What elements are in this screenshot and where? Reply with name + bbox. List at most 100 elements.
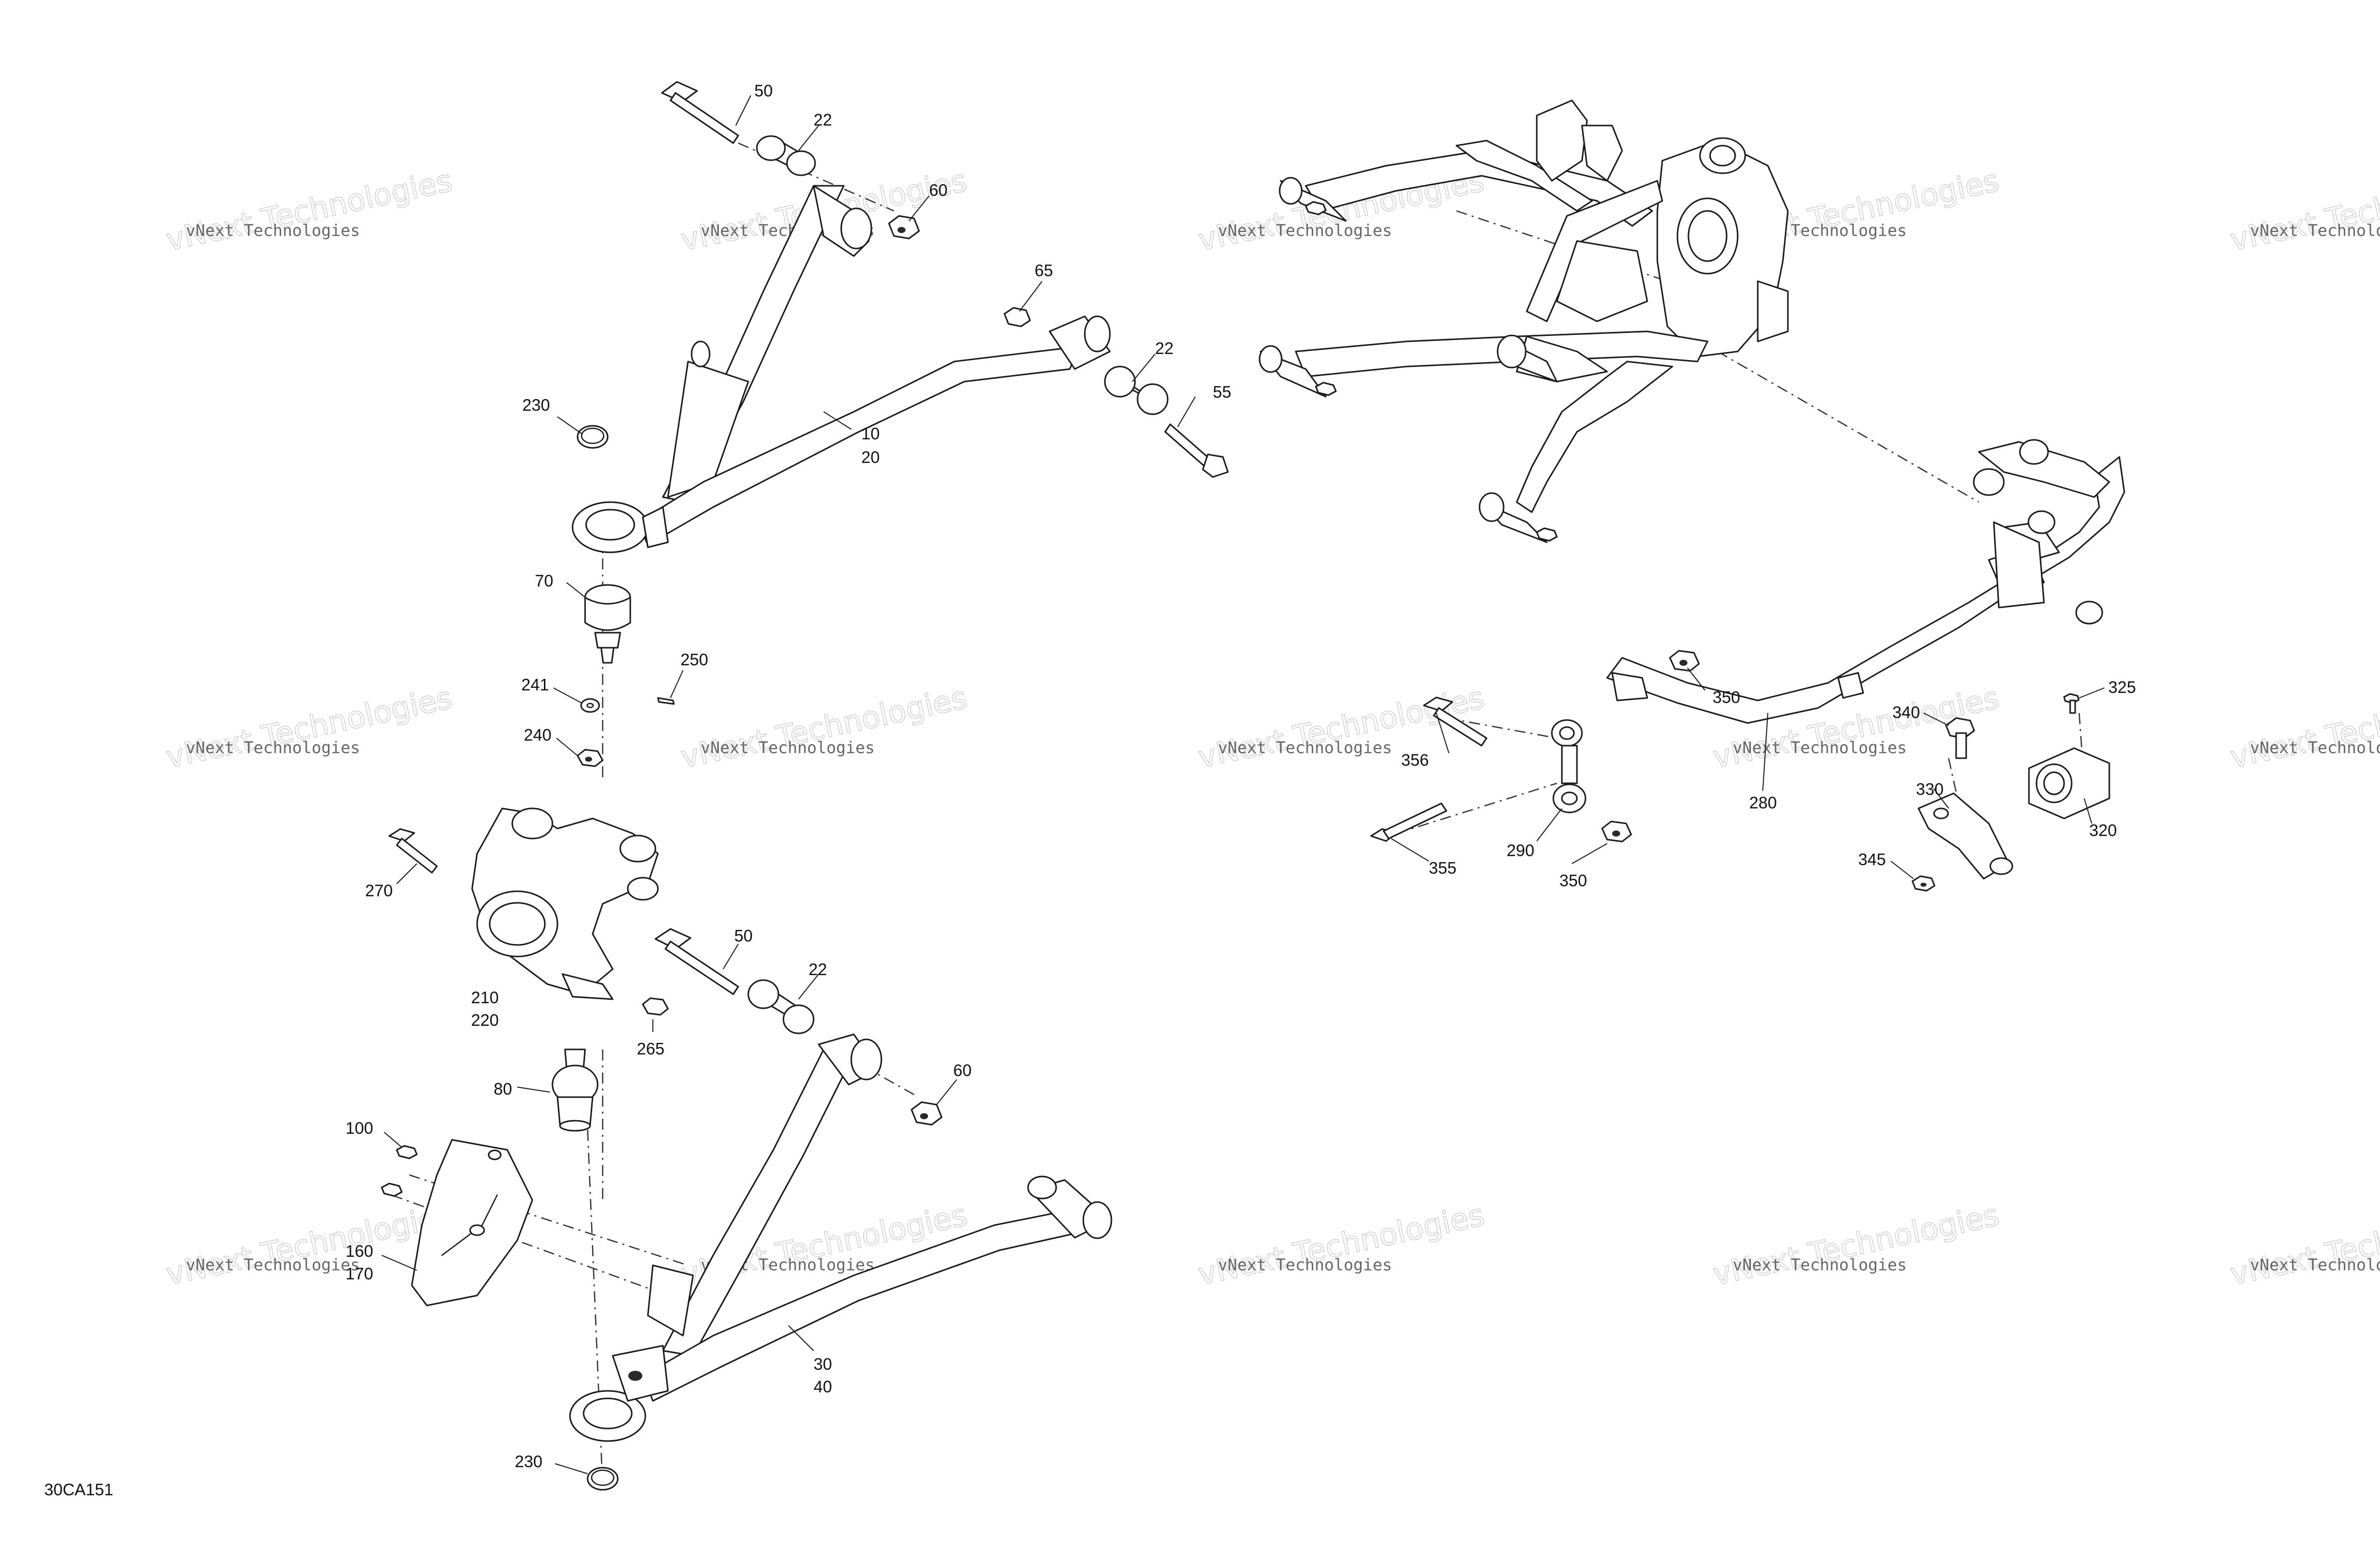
callout-270: 270	[365, 881, 393, 900]
callout-230-lower: 230	[515, 1452, 542, 1471]
callout-250: 250	[681, 650, 708, 669]
assembled-lower-rear-tube	[1516, 361, 1673, 513]
bracket-330	[1917, 792, 2013, 880]
callout-290: 290	[1507, 841, 1534, 860]
callout-240: 240	[524, 726, 551, 744]
watermark-line2: vNext Technologies	[1195, 1198, 1488, 1292]
assembled-mount-bracket	[1536, 99, 1588, 182]
circlip-230-lower	[587, 1467, 619, 1491]
bolt-325	[2063, 693, 2080, 714]
watermark-line1: vNext Technologies	[1218, 1255, 1392, 1274]
assembled-lower-bushing-mid	[1497, 334, 1558, 383]
screw-100	[396, 1145, 418, 1159]
stabilizer-end-link-top	[1973, 439, 2103, 625]
bolt-356	[1423, 696, 1488, 747]
stabilizer-bar-280	[1606, 456, 2125, 724]
lower-arm-ball-joint-cup	[569, 1345, 669, 1442]
bushing-22-upper-front	[756, 135, 816, 176]
lower-a-arm-assembly	[569, 928, 1112, 1491]
callout-220: 220	[471, 1011, 499, 1029]
bolt-270	[388, 828, 438, 874]
assembled-upper-arm	[1305, 150, 1653, 227]
watermark-line1: vNext Technologies	[186, 738, 360, 757]
bushing-22-lower	[747, 979, 815, 1034]
callout-330: 330	[1916, 780, 1944, 798]
lower-arm-pivot-front	[818, 1033, 882, 1086]
bushing-22-upper-rear	[1104, 366, 1169, 415]
watermark-line2: vNext Technologies	[2227, 163, 2380, 258]
callout-170: 170	[346, 1264, 373, 1283]
callout-355: 355	[1429, 859, 1456, 877]
bolt-55	[1164, 423, 1229, 478]
callout-60-upper: 60	[929, 181, 948, 199]
lower-arm-gusset	[647, 1264, 694, 1337]
watermark-line2: vNext Technologies	[678, 680, 970, 775]
callout-280: 280	[1749, 793, 1777, 812]
lower-arm-pivot-rear	[1027, 1175, 1112, 1239]
callout-55: 55	[1213, 383, 1231, 401]
callout-50-upper: 50	[754, 81, 773, 100]
washer-241	[580, 698, 600, 713]
nut-265	[642, 997, 669, 1016]
assembled-corner	[1259, 99, 1789, 543]
callout-356: 356	[1401, 751, 1429, 769]
callout-22-upper-front: 22	[814, 110, 832, 129]
watermark-line2: vNext Technologies	[1710, 1198, 2002, 1292]
watermark-line2: vNext Technologies	[1195, 680, 1488, 775]
watermark-line1: vNext Technologies	[1218, 221, 1392, 240]
watermark-line2: vNext Technologies	[163, 163, 456, 258]
callout-40: 40	[814, 1377, 832, 1396]
assembled-upper-bushing-front	[1279, 177, 1347, 222]
callout-60-lower: 60	[953, 1061, 972, 1080]
callout-20: 20	[861, 448, 880, 466]
watermark-line2: vNext Technologies	[163, 680, 456, 775]
watermark-line1: vNext Technologies	[2250, 1255, 2380, 1274]
bolt-340	[1945, 717, 1975, 759]
nut-65	[1003, 307, 1031, 327]
callout-10: 10	[861, 424, 880, 443]
callout-65: 65	[1035, 261, 1053, 280]
watermark-line2: vNext Technologies	[2227, 1198, 2380, 1292]
callout-345: 345	[1858, 850, 1886, 869]
callout-325: 325	[2108, 678, 2136, 696]
callout-22-lower: 22	[809, 960, 827, 979]
callout-50-lower: 50	[734, 926, 753, 945]
callout-241: 241	[521, 675, 549, 694]
link-290	[1551, 719, 1586, 813]
watermark-line1: vNext Technologies	[2250, 221, 2380, 240]
nut-350-top	[1669, 650, 1700, 672]
upper-arm-rear-tube	[637, 345, 1081, 546]
screw-100b	[381, 1182, 403, 1197]
leader-lines	[381, 95, 2105, 1474]
upper-a-arm-assembly	[572, 81, 1229, 767]
upper-arm-ball-joint-cup	[572, 501, 669, 553]
callout-320: 320	[2089, 821, 2117, 840]
watermark-line2: vNext Technologies	[163, 1198, 456, 1292]
nut-60-lower	[911, 1101, 943, 1126]
upper-arm-pivot-rear	[1049, 315, 1111, 370]
bolt-50-lower	[654, 928, 739, 995]
watermark-line1: vNext Technologies	[1733, 1255, 1907, 1274]
cotter-pin-250	[657, 697, 675, 705]
callout-labels: 50 22 60 65 22 55 10 20 230 70 250 241 2…	[346, 81, 2136, 1471]
callout-350-top: 350	[1713, 688, 1740, 706]
stabilizer-assembly	[1370, 439, 2125, 892]
watermark-line2: vNext Technologies	[2227, 680, 2380, 775]
assembled-lower-bushing-front	[1259, 345, 1337, 398]
watermark-line1: vNext Technologies	[186, 221, 360, 240]
ball-joint-70	[584, 584, 631, 664]
nut-240	[577, 749, 604, 767]
callout-265: 265	[637, 1039, 664, 1058]
bolt-50-upper	[661, 81, 739, 144]
watermark-line1: vNext Technologies	[1218, 738, 1392, 757]
bushing-320	[2028, 747, 2110, 819]
assembled-upper-bushing-rear	[1305, 201, 1327, 215]
